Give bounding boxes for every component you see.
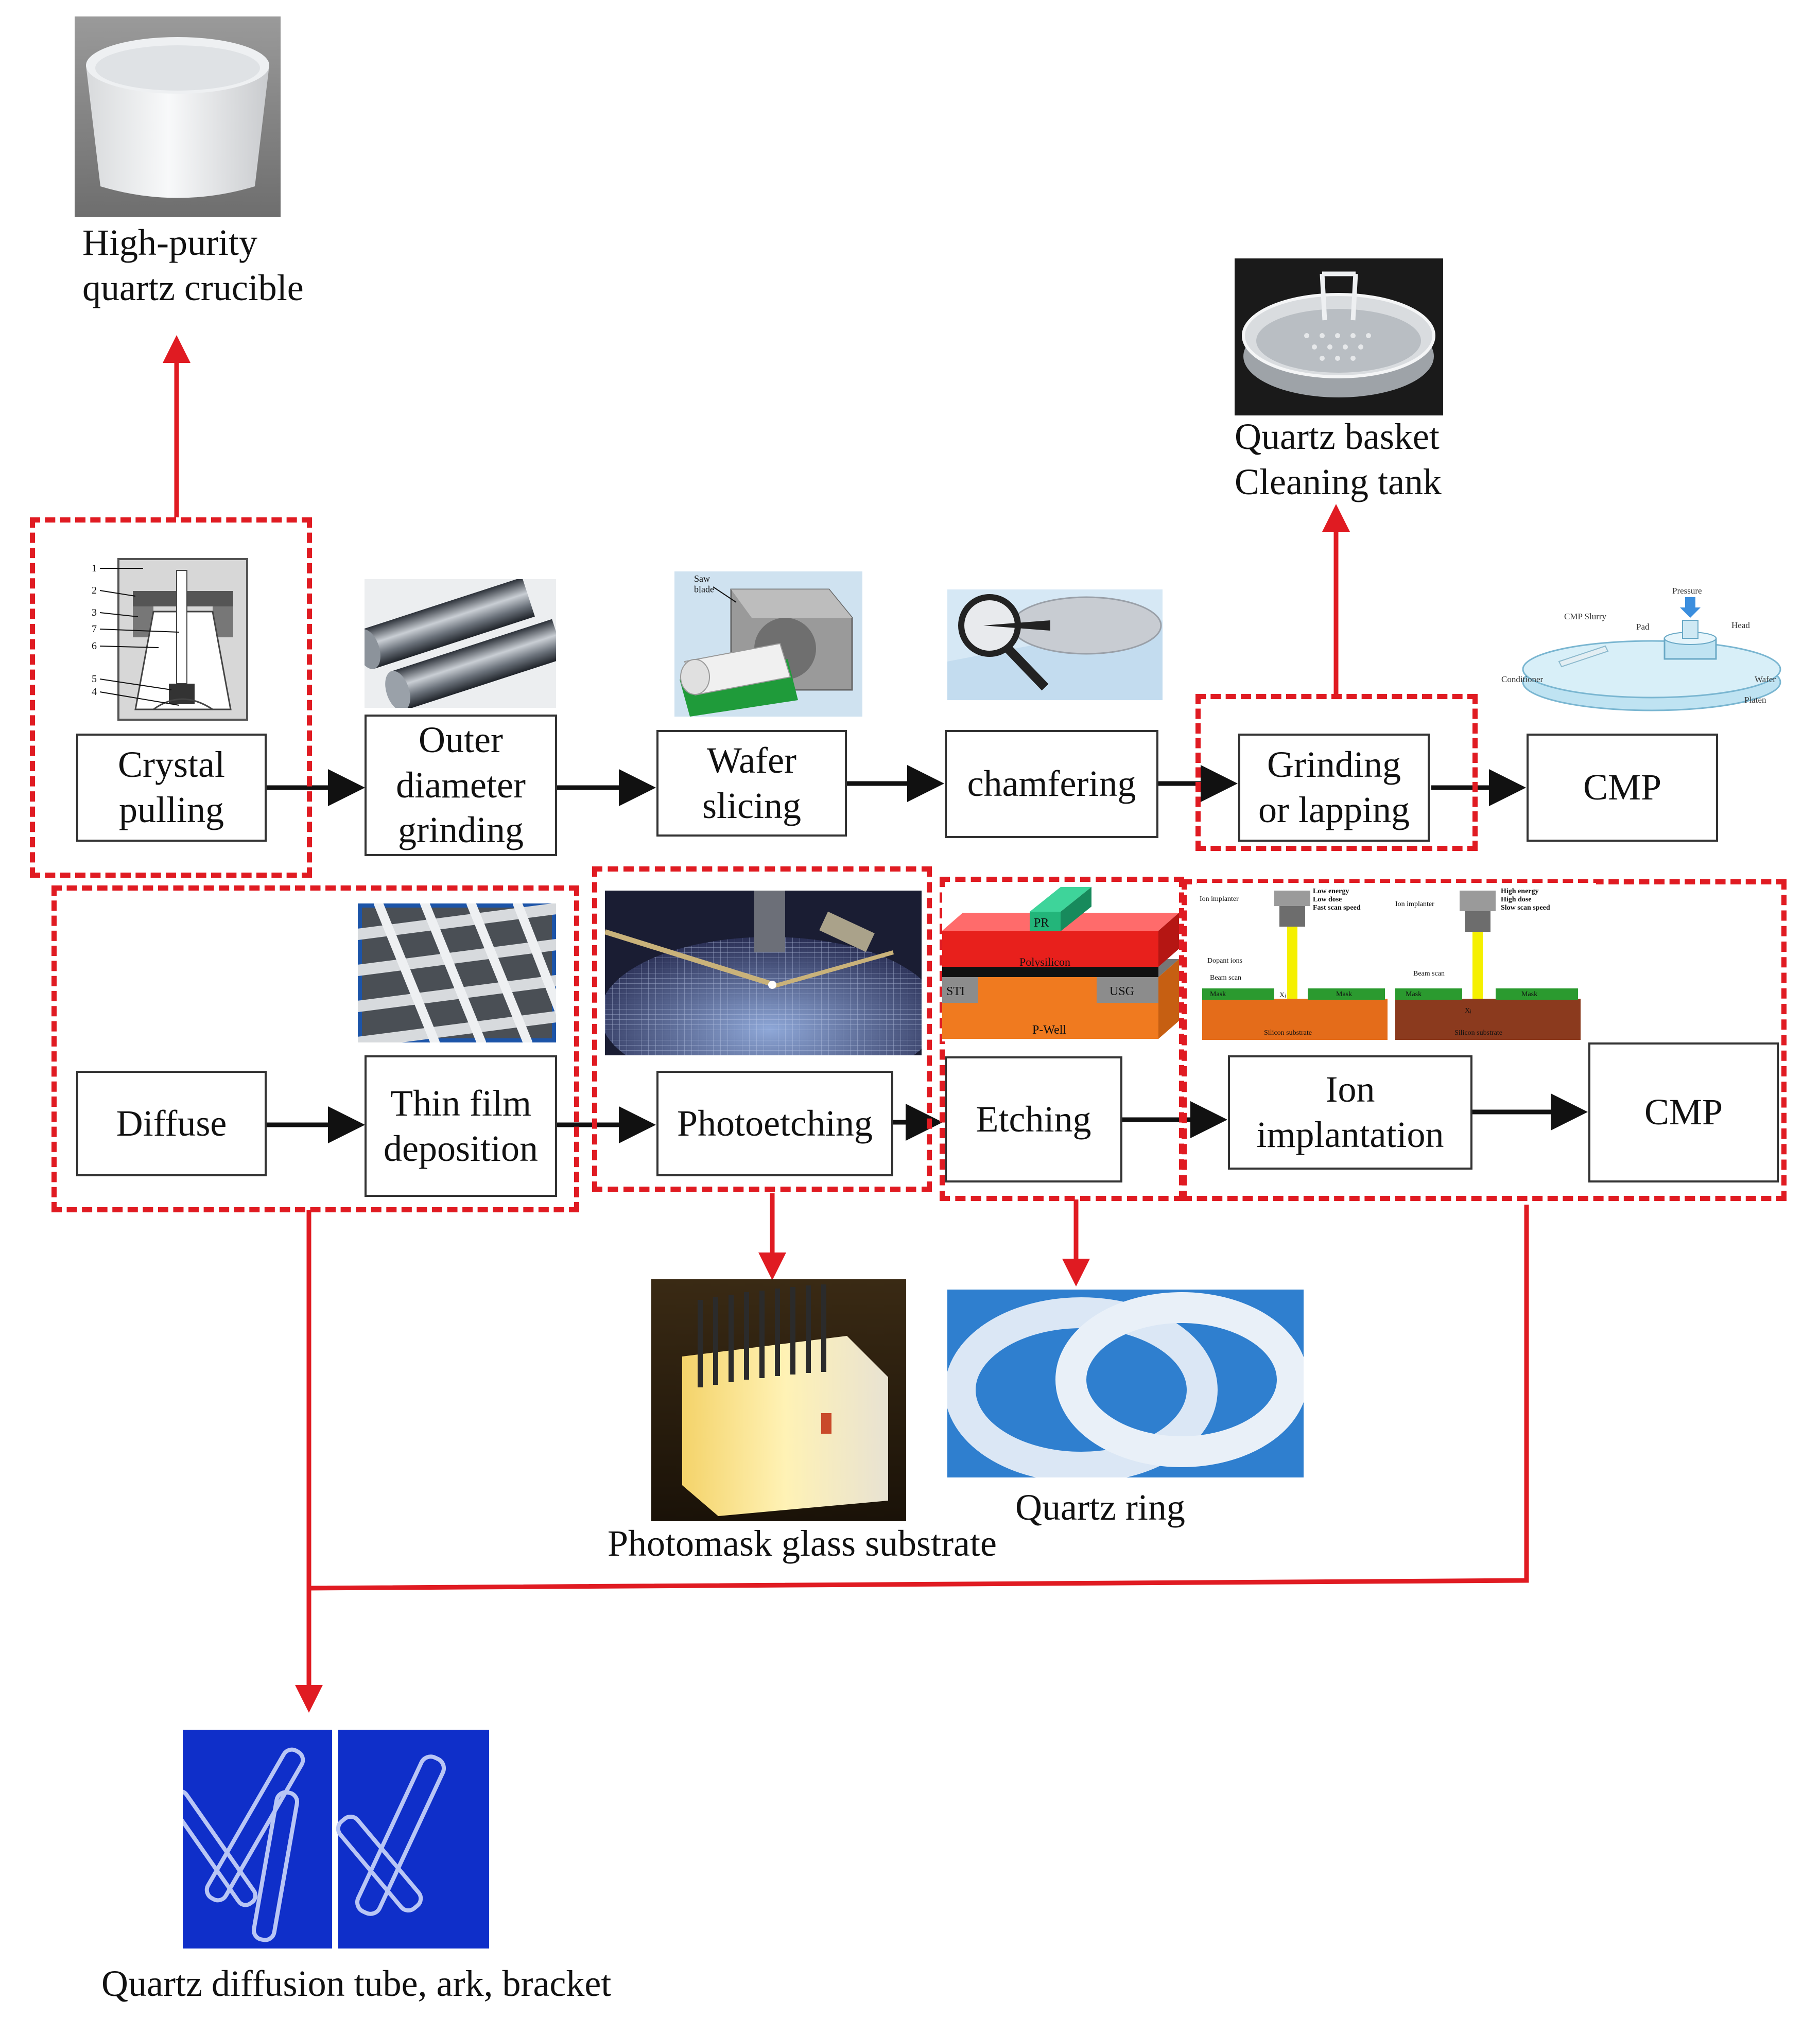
ion-low-substrate-label: Silicon substrate bbox=[1264, 1029, 1312, 1037]
step-outer-diameter-grinding: Outer diameter grinding bbox=[365, 715, 557, 856]
group-crystal-pulling bbox=[30, 517, 312, 878]
etching-label-sti: STI bbox=[946, 985, 965, 998]
connector-right-group-down bbox=[308, 1205, 1529, 1591]
ion-high-substrate-label: Silicon substrate bbox=[1454, 1029, 1502, 1037]
cmp-label-platen: Platen bbox=[1744, 695, 1766, 705]
step-etching: Etching bbox=[945, 1056, 1122, 1182]
group-photoetching bbox=[592, 866, 932, 1192]
step-wafer-slicing: Wafer slicing bbox=[656, 730, 847, 837]
crucible-photo bbox=[75, 16, 281, 217]
ion-high-mask-left: Mask bbox=[1406, 990, 1422, 998]
step-ion-implantation: Ion implantation bbox=[1228, 1055, 1472, 1170]
etching-label-polysilicon: Polysilicon bbox=[1019, 955, 1070, 968]
ion-low-mask-right: Mask bbox=[1336, 990, 1352, 998]
step-cmp-1: CMP bbox=[1527, 734, 1718, 842]
etching-layer-stack: PR Polysilicon STI USG P-Well bbox=[942, 887, 1179, 1041]
puller-number: 3 bbox=[92, 607, 97, 618]
step-grinding-or-lapping: Grinding or lapping bbox=[1238, 734, 1430, 842]
quartz-ring-photo bbox=[947, 1290, 1304, 1477]
ion-high-depth-label: Xⱼ bbox=[1465, 1007, 1471, 1015]
quartz-diffusion-tube-photo bbox=[183, 1730, 489, 1949]
step-diffuse: Diffuse bbox=[76, 1071, 267, 1176]
caption-quartz-ring: Quartz ring bbox=[1015, 1487, 1185, 1528]
puller-number: 2 bbox=[92, 585, 97, 596]
cmp-label-slurry: CMP Slurry bbox=[1564, 612, 1607, 621]
step-chamfering: chamfering bbox=[945, 730, 1158, 838]
group-ion-cmp bbox=[1182, 879, 1787, 1201]
group-grinding-lapping bbox=[1195, 694, 1478, 851]
chamfering-magnifier-illustration bbox=[947, 589, 1163, 700]
cmp-label-pressure: Pressure bbox=[1672, 586, 1702, 596]
puller-number: 4 bbox=[92, 686, 97, 698]
puller-number: 1 bbox=[92, 563, 97, 574]
caption-quartz-crucible: High-purity quartz crucible bbox=[82, 222, 304, 308]
puller-number: 6 bbox=[92, 640, 97, 652]
caption-quartz-basket: Quartz basket Cleaning tank bbox=[1235, 416, 1442, 502]
cmp-label-wafer: Wafer bbox=[1755, 674, 1776, 684]
cmp-process-diagram: Pressure CMP Slurry Pad Head Conditioner… bbox=[1497, 579, 1791, 728]
silicon-ingot-photo bbox=[365, 579, 556, 708]
caption-quartz-diffusion-tube: Quartz diffusion tube, ark, bracket bbox=[101, 1963, 612, 2004]
ion-low-mask-left: Mask bbox=[1210, 990, 1226, 998]
ion-high-beam-label: Beam scan bbox=[1413, 970, 1445, 978]
step-thin-film-deposition: Thin film deposition bbox=[365, 1055, 557, 1197]
step-cmp-2: CMP bbox=[1588, 1042, 1779, 1182]
photoetching-wafer-photo bbox=[605, 891, 922, 1055]
ion-low-implanter-label: Ion implanter bbox=[1200, 895, 1239, 903]
caption-photomask-substrate: Photomask glass substrate bbox=[608, 1523, 997, 1564]
group-diffuse-thinfilm bbox=[51, 885, 579, 1212]
etching-label-pr: PR bbox=[1034, 916, 1049, 930]
ion-low-beam-label: Beam scan bbox=[1210, 974, 1241, 982]
thin-film-sem-image bbox=[358, 903, 556, 1042]
crystal-puller-schematic: 1 2 3 7 6 5 4 bbox=[76, 555, 251, 725]
etching-label-p-well: P-Well bbox=[1032, 1023, 1066, 1037]
photomask-substrate-photo bbox=[651, 1279, 906, 1521]
ion-low-depth-label: Xⱼ bbox=[1279, 991, 1286, 999]
quartz-basket-photo bbox=[1235, 258, 1443, 415]
cmp-label-head: Head bbox=[1731, 620, 1750, 630]
puller-number: 5 bbox=[92, 673, 97, 685]
step-photoetching: Photoetching bbox=[656, 1071, 893, 1176]
ion-high-implanter-label: Ion implanter bbox=[1395, 900, 1434, 908]
etching-label-usg: USG bbox=[1110, 985, 1134, 998]
ion-low-dopant-label: Dopant ions bbox=[1207, 957, 1242, 965]
cmp-label-pad: Pad bbox=[1636, 622, 1650, 632]
puller-number: 7 bbox=[92, 623, 97, 635]
step-crystal-pulling: Crystal pulling bbox=[76, 734, 267, 842]
cmp-label-conditioner: Conditioner bbox=[1501, 674, 1544, 684]
ion-high-mask-right: Mask bbox=[1521, 990, 1537, 998]
